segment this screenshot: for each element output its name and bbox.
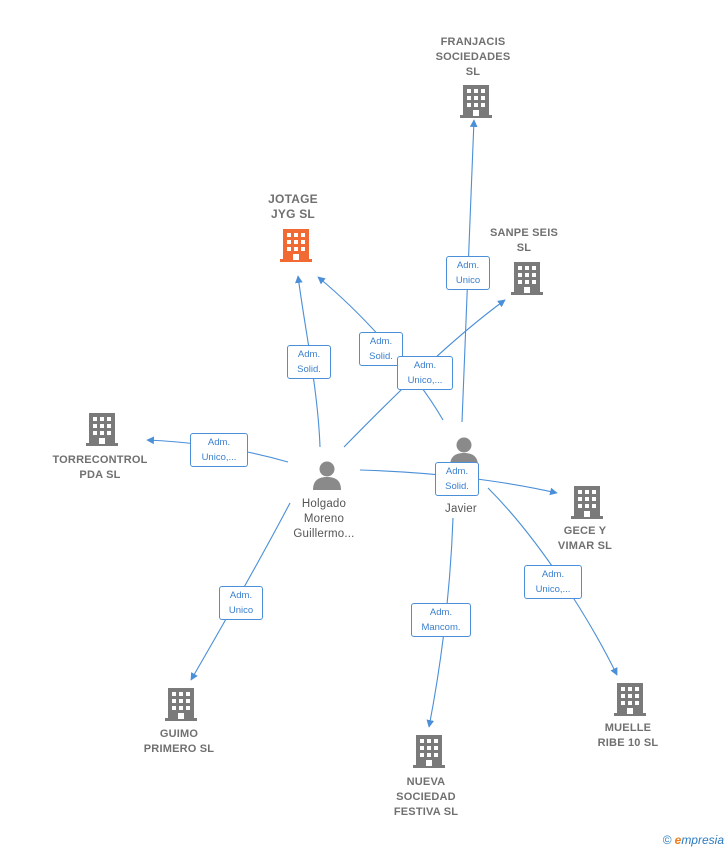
brand-name: mpresia — [681, 833, 724, 847]
building-icon-highlight[interactable] — [280, 229, 312, 262]
edge-label-guimo[interactable]: Adm. Unico — [219, 586, 263, 620]
building-icon[interactable] — [460, 85, 492, 118]
brand-initial: e — [674, 833, 682, 847]
company-label-guimo[interactable]: GUIMO PRIMERO SL — [143, 728, 215, 755]
company-label-jotage[interactable]: JOTAGE JYG SL — [268, 192, 318, 221]
person-icon[interactable] — [313, 461, 341, 491]
copyright-symbol: © — [662, 833, 672, 847]
edge-label-sanpe[interactable]: Adm. Unico,... — [397, 356, 453, 390]
building-icon[interactable] — [165, 688, 197, 721]
edge-label-gece[interactable]: Adm. Solid. — [435, 462, 479, 496]
edge-label-torrecontrol[interactable]: Adm. Unico,... — [190, 433, 248, 467]
company-label-torrecontrol[interactable]: TORRECONTROL PDA SL — [52, 454, 148, 481]
building-icon[interactable] — [614, 683, 646, 716]
company-label-sanpe[interactable]: SANPE SEIS SL — [489, 227, 559, 254]
building-icon[interactable] — [511, 262, 543, 295]
edge-label-jotage-holgado[interactable]: Adm. Solid. — [287, 345, 331, 379]
edge-lines — [146, 119, 618, 728]
building-icon[interactable] — [86, 413, 118, 446]
edge-label-jotage-javier[interactable]: Adm. Solid. — [359, 332, 403, 366]
person-label-holgado[interactable]: Holgado Moreno Guillermo... — [293, 498, 355, 540]
edge-label-muelle[interactable]: Adm. Unico,... — [524, 565, 582, 599]
person-label-javier[interactable]: Javier — [445, 503, 477, 515]
company-label-nueva[interactable]: NUEVA SOCIEDAD FESTIVA SL — [393, 776, 459, 818]
edge-label-franjacis[interactable]: Adm. Unico — [446, 256, 490, 290]
building-icon[interactable] — [413, 735, 445, 768]
brand-watermark[interactable]: ©empresia — [663, 833, 724, 847]
edge-label-nueva[interactable]: Adm. Mancom. — [411, 603, 471, 637]
company-label-franjacis[interactable]: FRANJACIS SOCIEDADES SL — [435, 36, 511, 78]
building-icon[interactable] — [571, 486, 603, 519]
company-label-gece[interactable]: GECE Y VIMAR SL — [557, 525, 613, 552]
company-label-muelle[interactable]: MUELLE RIBE 10 SL — [597, 722, 659, 749]
